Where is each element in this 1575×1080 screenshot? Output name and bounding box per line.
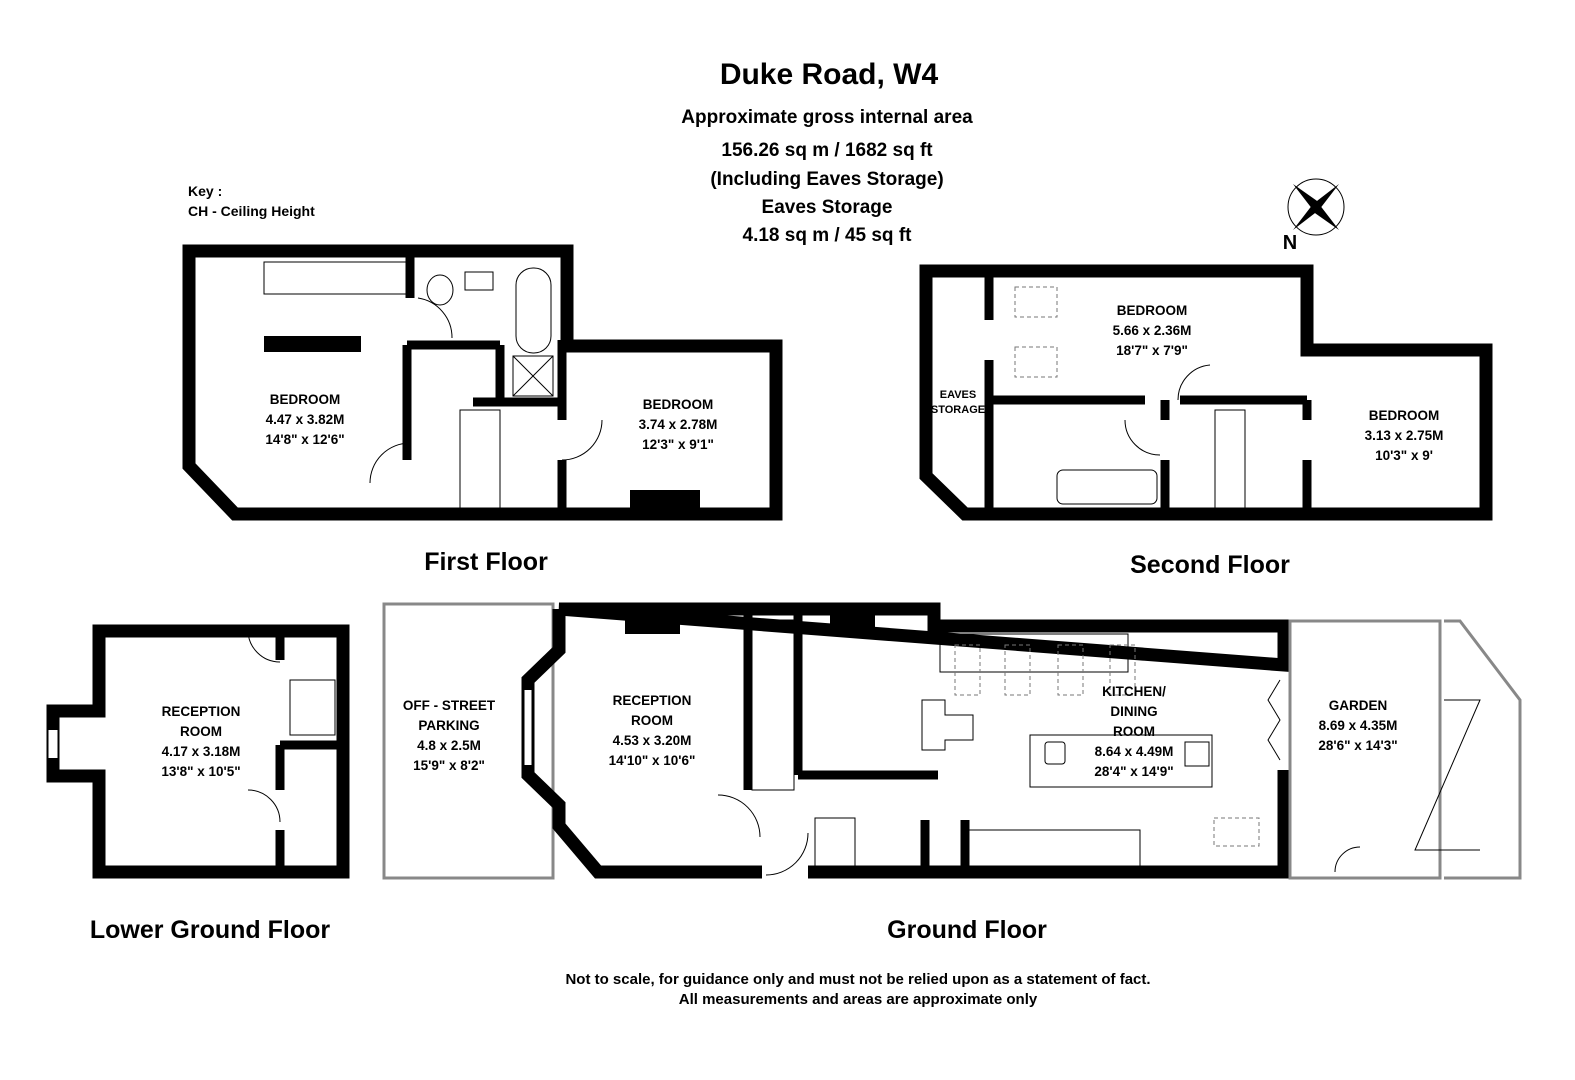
key-legend: Key : CH - Ceiling Height bbox=[188, 181, 315, 221]
room-name: BEDROOM bbox=[1368, 408, 1440, 423]
plan-title: Duke Road, W4 bbox=[719, 58, 939, 91]
total-area: 156.26 sq m / 1682 sq ft bbox=[721, 140, 933, 161]
disclaimer-line-1: Not to scale, for guidance only and must… bbox=[565, 971, 1151, 988]
compass-rose-icon bbox=[1287, 178, 1345, 236]
disclaimer-line-2: All measurements and areas are approxima… bbox=[678, 991, 1038, 1008]
second-floor-bedroom-2: BEDROOM 3.13 x 2.75M 10'3" x 9' bbox=[1365, 406, 1444, 466]
room-size-metric: 8.64 x 4.49M bbox=[1094, 744, 1174, 759]
room-size-metric: 4.17 x 3.18M bbox=[161, 744, 241, 759]
second-floor-bedroom-1: BEDROOM 5.66 x 2.36M 18'7" x 7'9" bbox=[1113, 301, 1192, 361]
room-name: OFF - STREET bbox=[402, 698, 496, 713]
first-floor-plan bbox=[182, 244, 783, 521]
room-size-metric: 5.66 x 2.36M bbox=[1112, 323, 1192, 338]
room-size-metric: 3.74 x 2.78M bbox=[638, 417, 718, 432]
room-size-imperial: 14'10" x 10'6" bbox=[608, 753, 696, 768]
room-name-line2: DINING bbox=[1110, 704, 1158, 719]
room-size-imperial: 10'3" x 9' bbox=[1375, 448, 1433, 463]
room-name: BEDROOM bbox=[642, 397, 714, 412]
room-name: RECEPTION bbox=[161, 704, 241, 719]
room-name: KITCHEN/ bbox=[1102, 684, 1166, 699]
first-floor-bedroom-2: BEDROOM 3.74 x 2.78M 12'3" x 9'1" bbox=[639, 395, 718, 455]
eaves-storage-room: EAVES STORAGE bbox=[931, 388, 985, 418]
second-floor-plan bbox=[919, 264, 1493, 521]
room-name: RECEPTION bbox=[612, 693, 692, 708]
room-size-metric: 3.13 x 2.75M bbox=[1364, 428, 1444, 443]
room-size-imperial: 12'3" x 9'1" bbox=[642, 437, 714, 452]
key-title: Key : bbox=[188, 183, 223, 199]
room-name: GARDEN bbox=[1328, 698, 1388, 713]
lower-ground-reception-room: RECEPTION ROOM 4.17 x 3.18M 13'8" x 10'5… bbox=[161, 702, 240, 782]
room-name-line2: PARKING bbox=[418, 718, 480, 733]
lower-ground-floor-plan bbox=[46, 624, 350, 879]
room-size-imperial: 14'8" x 12'6" bbox=[265, 432, 345, 447]
eaves-label: Eaves Storage bbox=[761, 197, 893, 218]
area-subtitle: Approximate gross internal area bbox=[681, 107, 973, 128]
room-size-imperial: 28'6" x 14'3" bbox=[1318, 738, 1398, 753]
ground-off-street-parking: OFF - STREET PARKING 4.8 x 2.5M 15'9" x … bbox=[403, 696, 495, 776]
second-floor-label: Second Floor bbox=[1130, 551, 1290, 579]
ground-floor-plan bbox=[382, 602, 1522, 880]
compass-north-label: N bbox=[1282, 232, 1298, 254]
ground-reception-room: RECEPTION ROOM 4.53 x 3.20M 14'10" x 10'… bbox=[609, 691, 696, 771]
room-name: BEDROOM bbox=[1116, 303, 1188, 318]
room-name-line2: ROOM bbox=[180, 724, 222, 739]
disclaimer: Not to scale, for guidance only and must… bbox=[565, 970, 1150, 1010]
area-note: (Including Eaves Storage) bbox=[710, 169, 944, 190]
room-size-metric: 8.69 x 4.35M bbox=[1318, 718, 1398, 733]
ground-floor-label: Ground Floor bbox=[887, 916, 1047, 944]
room-size-imperial: 15'9" x 8'2" bbox=[413, 758, 485, 773]
room-size-imperial: 13'8" x 10'5" bbox=[161, 764, 241, 779]
first-floor-label: First Floor bbox=[424, 548, 548, 576]
room-size-imperial: 28'4" x 14'9" bbox=[1094, 764, 1174, 779]
key-ceiling-height: CH - Ceiling Height bbox=[188, 203, 315, 219]
room-name-line3: ROOM bbox=[1113, 724, 1155, 739]
room-name-line2: ROOM bbox=[630, 713, 673, 728]
room-name: EAVES bbox=[939, 389, 977, 401]
lower-ground-floor-label: Lower Ground Floor bbox=[89, 916, 331, 944]
room-name-line2: STORAGE bbox=[930, 404, 986, 416]
room-size-metric: 4.53 x 3.20M bbox=[612, 733, 692, 748]
room-size-metric: 4.47 x 3.82M bbox=[265, 412, 345, 427]
ground-kitchen-dining-room: KITCHEN/ DINING ROOM 8.64 x 4.49M 28'4" … bbox=[1094, 682, 1173, 782]
ground-garden: GARDEN 8.69 x 4.35M 28'6" x 14'3" bbox=[1318, 696, 1397, 756]
room-name: BEDROOM bbox=[269, 392, 341, 407]
eaves-area: 4.18 sq m / 45 sq ft bbox=[742, 225, 912, 246]
room-size-imperial: 18'7" x 7'9" bbox=[1116, 343, 1188, 358]
first-floor-bedroom-1: BEDROOM 4.47 x 3.82M 14'8" x 12'6" bbox=[265, 390, 344, 450]
room-size-metric: 4.8 x 2.5M bbox=[417, 738, 481, 753]
